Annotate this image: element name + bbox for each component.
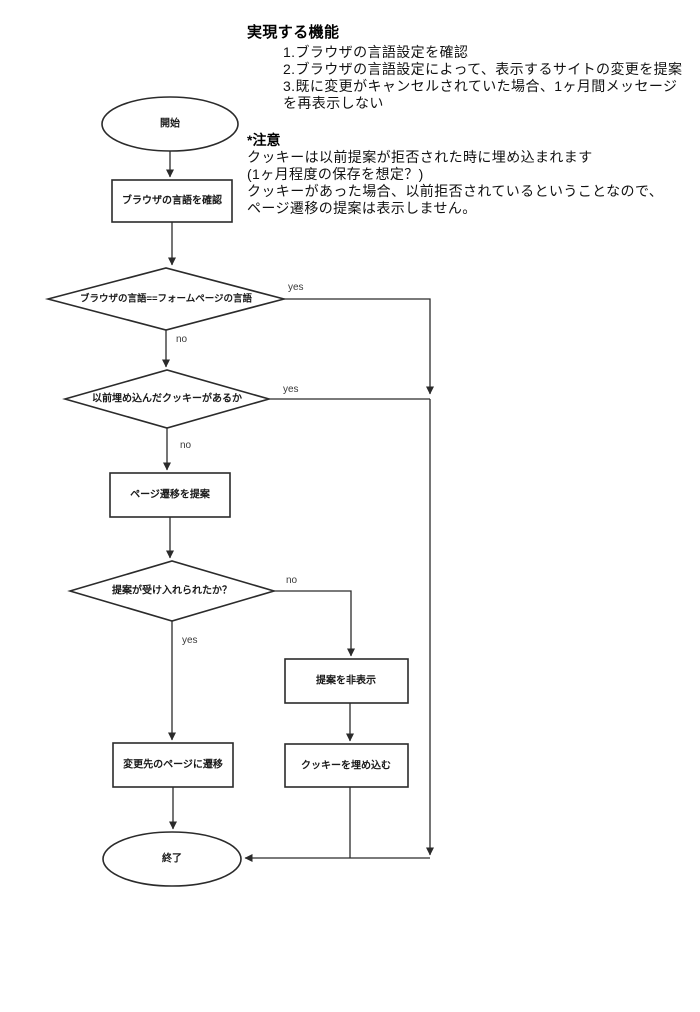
node-propose-transition-label: ページ遷移を提案 [130,488,211,501]
node-start-label: 開始 [160,117,180,130]
node-navigate-label: 変更先のページに遷移 [123,758,223,771]
features-heading: 実現する機能 [247,24,340,41]
decision-accepted-label: 提案が受け入れられたか？ [112,584,232,597]
note-line-4: ページ遷移の提案は表示しません。 [247,200,477,216]
note-line-1: クッキーは以前提案が拒否された時に埋め込まれます [247,149,593,165]
label-language-yes: yes [288,282,304,293]
feature-item-2: 2.ブラウザの言語設定によって、表示するサイトの変更を提案 [283,61,683,77]
node-end-ellipse [102,831,242,887]
node-embed-cookie-label: クッキーを埋め込む [301,759,391,772]
label-cookie-no: no [180,440,192,451]
feature-item-3: 3.既に変更がキャンセルされていた場合、1ヶ月間メッセージ [283,78,678,94]
label-accepted-no: no [286,575,298,586]
note-line-3: クッキーがあった場合、以前拒否されているということなので、 [247,183,664,199]
decision-accepted-diamond [67,560,277,622]
note-line-2: (1ヶ月程度の保存を想定？) [247,166,424,182]
node-navigate-box [112,742,234,788]
node-embed-cookie-box [284,743,409,788]
node-check-language-label: ブラウザの言語を確認 [122,194,222,207]
node-propose-transition-box [109,472,231,518]
decision-language-diamond [44,267,288,331]
label-cookie-yes: yes [283,384,299,395]
label-language-no: no [176,334,188,345]
node-start-ellipse [101,96,239,152]
feature-item-1: 1.ブラウザの言語設定を確認 [283,44,469,60]
node-hide-proposal-label: 提案を非表示 [316,674,376,687]
node-check-language-box [111,179,233,223]
feature-item-3-continued: を再表示しない [283,95,384,111]
decision-cookie-diamond [62,369,272,429]
edge-language-yes [284,298,434,395]
decision-cookie-label: 以前埋め込んだクッキーがあるか [92,392,242,405]
note-heading: *注意 [247,132,281,148]
label-accepted-yes: yes [182,635,198,646]
edge-accepted-no [274,590,355,657]
node-hide-proposal-box [284,658,409,704]
node-end-label: 終了 [162,852,182,865]
decision-language-label: ブラウザの言語==フォームページの言語 [80,293,253,305]
